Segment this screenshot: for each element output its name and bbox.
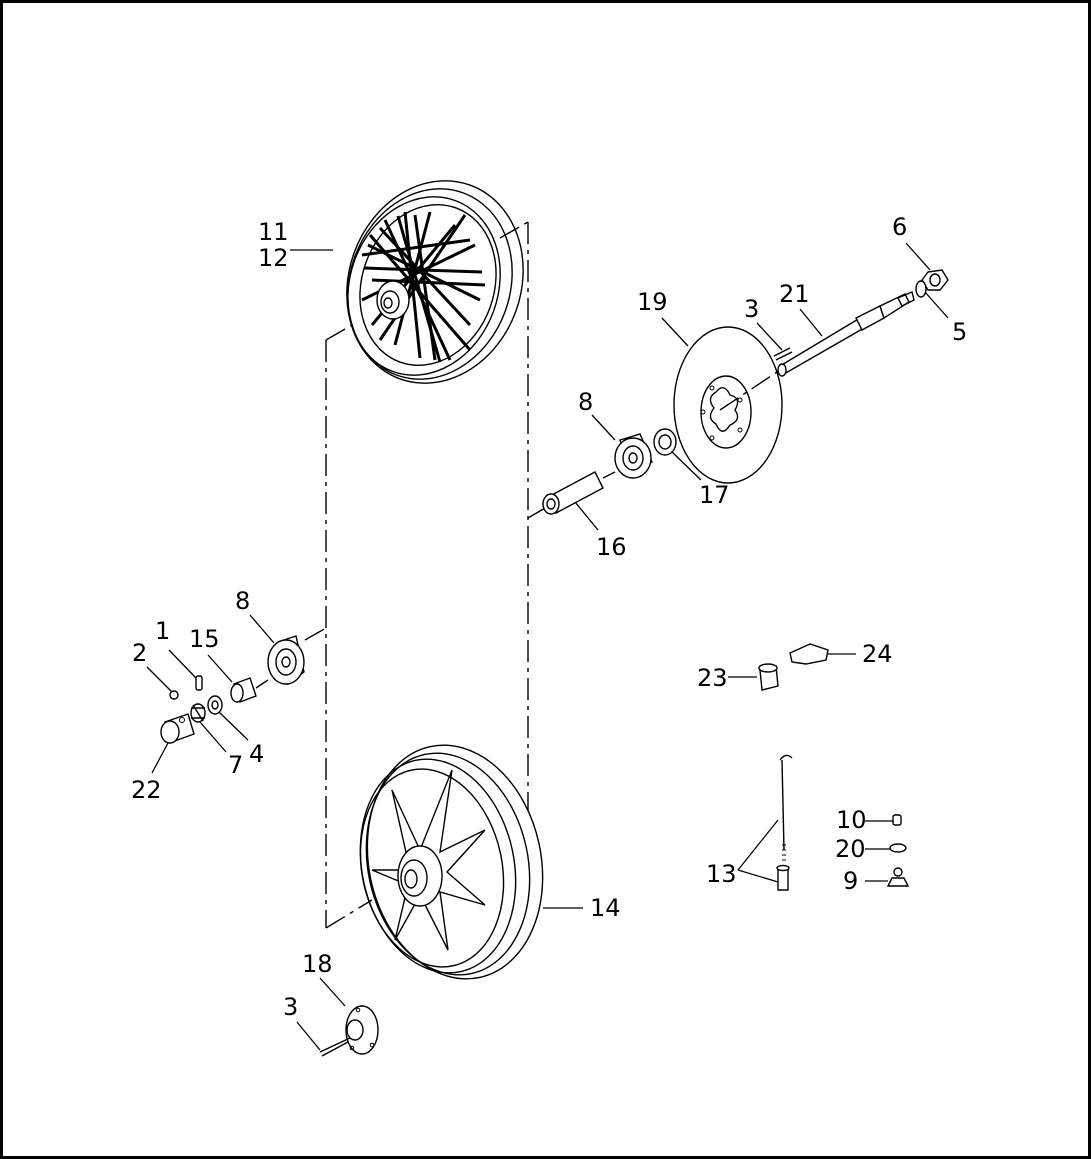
valve-stem-9 [886,867,910,887]
spoke-13 [776,754,793,891]
cast-wheel [359,744,544,980]
callout-7: 7 [228,751,243,779]
spacer-17 [653,428,677,456]
cap-22 [160,713,195,744]
callout-20: 20 [835,835,866,863]
callout-23: 23 [697,664,728,692]
cotter-pin-lower [319,1037,351,1057]
spoke-wheel [346,180,524,384]
callout-21: 21 [779,280,810,308]
callout-labels: 11 12 6 5 21 3 19 8 17 16 8 1 15 2 4 7 2… [131,213,967,1021]
callout-24: 24 [862,640,893,668]
callout-13: 13 [706,860,737,888]
callout-10: 10 [836,806,867,834]
screw-2 [169,690,179,700]
leader-lines [146,242,949,1051]
valve-cap-10 [892,814,902,826]
weight-24 [789,643,829,665]
callout-2: 2 [132,639,147,667]
washer-5 [915,280,927,298]
spacer-23 [758,663,779,691]
axle-nut [921,269,949,291]
callout-4: 4 [249,740,264,768]
bearing-lower [267,635,305,686]
callout-9: 9 [843,867,858,895]
axle [777,291,915,377]
callout-15: 15 [189,625,220,653]
drive-gear-7 [190,703,206,723]
callout-18: 18 [302,950,333,978]
washer-4 [207,695,223,715]
bearing-upper [614,433,653,479]
callout-5: 5 [952,318,967,346]
callout-16: 16 [596,533,627,561]
callout-14: 14 [590,894,621,922]
sleeve-16 [542,471,604,515]
callout-1: 1 [155,617,170,645]
callout-6: 6 [892,213,907,241]
spacer-15 [230,677,257,703]
cotter-pin-upper [773,347,793,361]
callout-17: 17 [699,481,730,509]
callout-12: 12 [258,244,289,272]
callout-8-upper: 8 [578,388,593,416]
callout-11: 11 [258,218,289,246]
callout-19: 19 [637,288,668,316]
cover-18 [345,1005,379,1055]
callout-22: 22 [131,776,162,804]
callout-3-upper: 3 [744,295,759,323]
callout-3-lower: 3 [283,993,298,1021]
valve-nut-20 [889,843,907,853]
pin-1 [195,675,203,691]
callout-8-lower: 8 [235,587,250,615]
